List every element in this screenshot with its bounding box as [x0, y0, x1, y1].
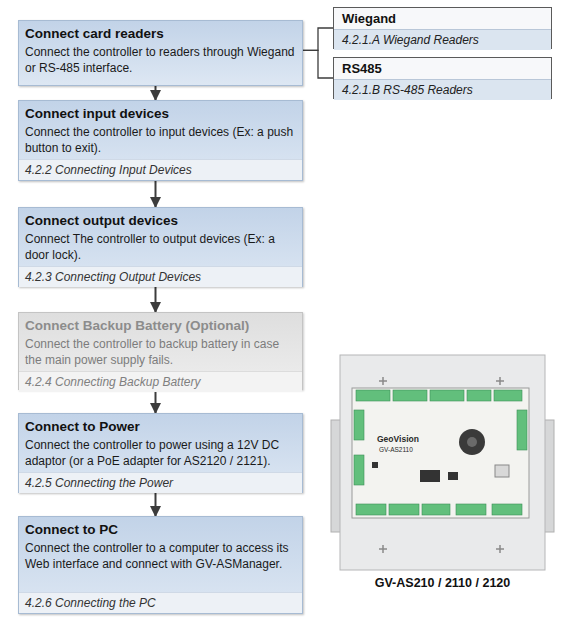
- box-heading: Connect output devices: [19, 208, 302, 230]
- box-heading: RS485: [334, 58, 551, 79]
- flow-arrow: [155, 287, 157, 312]
- box-body: Connect the controller to backup battery…: [19, 335, 302, 371]
- terminal-block: [354, 390, 527, 515]
- controller-illustration: [331, 355, 554, 570]
- section-reference: 4.2.3 Connecting Output Devices: [19, 266, 302, 287]
- box-heading: Connect to PC: [19, 517, 302, 539]
- step-box: Connect card readersConnect the controll…: [18, 20, 303, 86]
- box-heading: Wiegand: [334, 8, 551, 29]
- flow-arrow: [155, 86, 157, 100]
- reference-box: RS4854.2.1.B RS-485 Readers: [333, 57, 552, 99]
- bracket-line: [303, 28, 333, 50]
- flow-arrow: [155, 181, 157, 207]
- buzzer: [459, 429, 485, 455]
- box-heading: Connect Backup Battery (Optional): [19, 313, 302, 335]
- figure-caption: GV-AS210 / 2110 / 2120: [330, 576, 555, 590]
- step-box: Connect output devicesConnect The contro…: [18, 207, 303, 287]
- box-body: Connect the controller to power using a …: [19, 436, 302, 472]
- section-reference: 4.2.4 Connecting Backup Battery: [19, 371, 302, 392]
- box-heading: Connect input devices: [19, 101, 302, 123]
- box-heading: Connect to Power: [19, 414, 302, 436]
- box-body: Connect the controller to readers throug…: [19, 43, 302, 79]
- box-body: Connect the controller to input devices …: [19, 123, 302, 159]
- reference-box: Wiegand4.2.1.A Wiegand Readers: [333, 7, 552, 49]
- section-reference: 4.2.6 Connecting the PC: [19, 592, 302, 613]
- step-box: Connect Backup Battery (Optional)Connect…: [18, 312, 303, 390]
- box-heading: Connect card readers: [19, 21, 302, 43]
- flow-arrow: [155, 390, 157, 413]
- board-print: GeoVision: [377, 434, 419, 444]
- step-box: Connect to PCConnect the controller to a…: [18, 516, 303, 614]
- section-reference: 4.2.1.B RS-485 Readers: [334, 79, 551, 100]
- circuit-board: [352, 388, 529, 518]
- flow-arrow: [155, 493, 157, 516]
- box-body: Connect the controller to a computer to …: [19, 539, 302, 575]
- section-reference: 4.2.1.A Wiegand Readers: [334, 29, 551, 50]
- box-body: Connect The controller to output devices…: [19, 230, 302, 266]
- section-reference: 4.2.2 Connecting Input Devices: [19, 159, 302, 180]
- section-reference: 4.2.5 Connecting the Power: [19, 472, 302, 493]
- network-port: [495, 465, 509, 477]
- step-box: Connect input devicesConnect the control…: [18, 100, 303, 181]
- buzzer: [467, 437, 477, 447]
- bracket-line: [303, 50, 333, 78]
- board-print: GV-AS2110: [379, 446, 413, 453]
- board-chip: [372, 462, 458, 482]
- step-box: Connect to PowerConnect the controller t…: [18, 413, 303, 493]
- metal-plate: [340, 355, 545, 570]
